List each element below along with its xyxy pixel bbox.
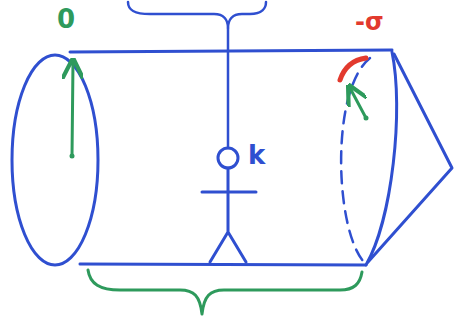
top-edge bbox=[70, 50, 392, 52]
leader-line bbox=[227, 28, 230, 148]
top-brace bbox=[128, 2, 266, 28]
symbol-label: 0 bbox=[57, 6, 75, 32]
bottom-edge bbox=[80, 264, 366, 265]
stress-arc bbox=[340, 58, 366, 80]
symbol-label: -σ bbox=[355, 10, 384, 34]
stick-figure bbox=[202, 168, 256, 262]
bottom-brace bbox=[88, 270, 362, 314]
radius-arrow bbox=[72, 62, 73, 156]
radius-arrow bbox=[350, 88, 366, 118]
figure-head bbox=[218, 148, 238, 168]
symbol-label: k bbox=[248, 142, 265, 168]
hidden-end-arc bbox=[341, 58, 370, 262]
left-end-ellipse bbox=[12, 55, 98, 265]
end-cone bbox=[368, 54, 452, 262]
